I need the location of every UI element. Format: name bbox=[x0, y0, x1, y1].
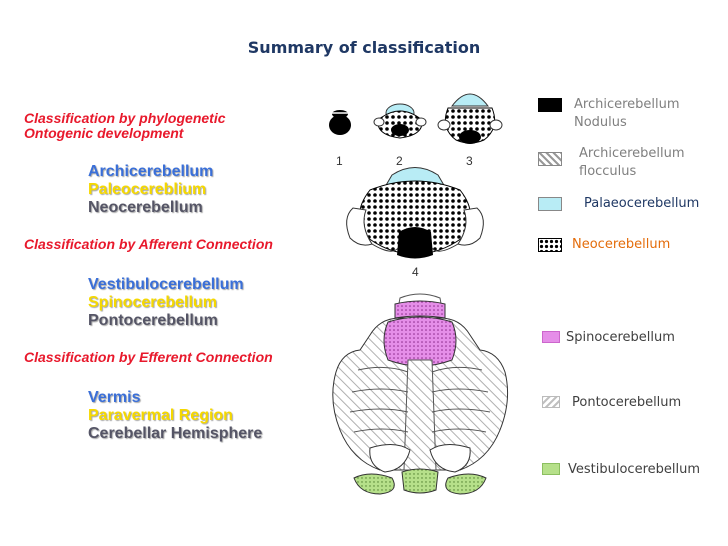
phylo-archicerebellum: Archicerebellum bbox=[88, 163, 214, 180]
legend-swatch-palaeocerebellum bbox=[538, 197, 562, 211]
phylogenetic-heading: Classification by phylogenetic bbox=[24, 110, 226, 126]
legend-archi-flocculus-line2: flocculus bbox=[579, 164, 637, 179]
efferent-hemisphere: Cerebellar Hemisphere bbox=[88, 425, 263, 442]
efferent-paravermal: Paravermal Region bbox=[88, 407, 233, 424]
figure-number-2: 2 bbox=[396, 154, 403, 168]
functional-cerebellum-diagram bbox=[332, 293, 509, 495]
afferent-heading: Classification by Afferent Connection bbox=[24, 236, 273, 252]
afferent-vestibulocerebellum: Vestibulocerebellum bbox=[88, 276, 244, 293]
legend-swatch-vestibulocerebellum bbox=[542, 463, 560, 475]
figure-1-archicerebellum bbox=[329, 110, 351, 135]
legend-swatch-pontocerebellum bbox=[542, 396, 560, 408]
legend-spinocerebellum: Spinocerebellum bbox=[566, 330, 675, 345]
figure-number-3: 3 bbox=[466, 154, 473, 168]
figure-2-diagram bbox=[373, 103, 427, 139]
figure-4-diagram bbox=[346, 167, 484, 259]
legend-archi-flocculus-line1: Archicerebellum bbox=[579, 146, 685, 161]
afferent-pontocerebellum: Pontocerebellum bbox=[88, 312, 218, 329]
afferent-spinocerebellum: Spinocerebellum bbox=[88, 294, 217, 311]
ontogenic-heading: Ontogenic development bbox=[24, 125, 184, 141]
figure-number-1: 1 bbox=[336, 154, 343, 168]
legend-swatch-archi-flocculus bbox=[538, 152, 562, 166]
legend-palaeocerebellum: Palaeocerebellum bbox=[584, 196, 700, 211]
phylo-neocerebellum: Neocerebellum bbox=[88, 199, 203, 216]
page-title: Summary of classification bbox=[247, 38, 481, 57]
figure-number-4: 4 bbox=[412, 265, 419, 279]
figure-3-diagram bbox=[437, 93, 503, 144]
efferent-heading: Classification by Efferent Connection bbox=[24, 349, 273, 365]
phylo-paleocerebellum: Paleocereblium bbox=[88, 181, 207, 198]
legend-pontocerebellum: Pontocerebellum bbox=[572, 395, 682, 410]
legend-vestibulocerebellum: Vestibulocerebellum bbox=[568, 462, 700, 477]
legend-swatch-archi-nodulus bbox=[538, 98, 562, 112]
legend-swatch-neocerebellum bbox=[538, 238, 562, 252]
legend-archi-nodulus-line1: Archicerebellum bbox=[574, 97, 680, 112]
efferent-vermis: Vermis bbox=[88, 389, 141, 406]
legend-neocerebellum: Neocerebellum bbox=[572, 237, 671, 252]
legend-swatch-spinocerebellum bbox=[542, 331, 560, 343]
legend-archi-nodulus-line2: Nodulus bbox=[574, 115, 627, 130]
